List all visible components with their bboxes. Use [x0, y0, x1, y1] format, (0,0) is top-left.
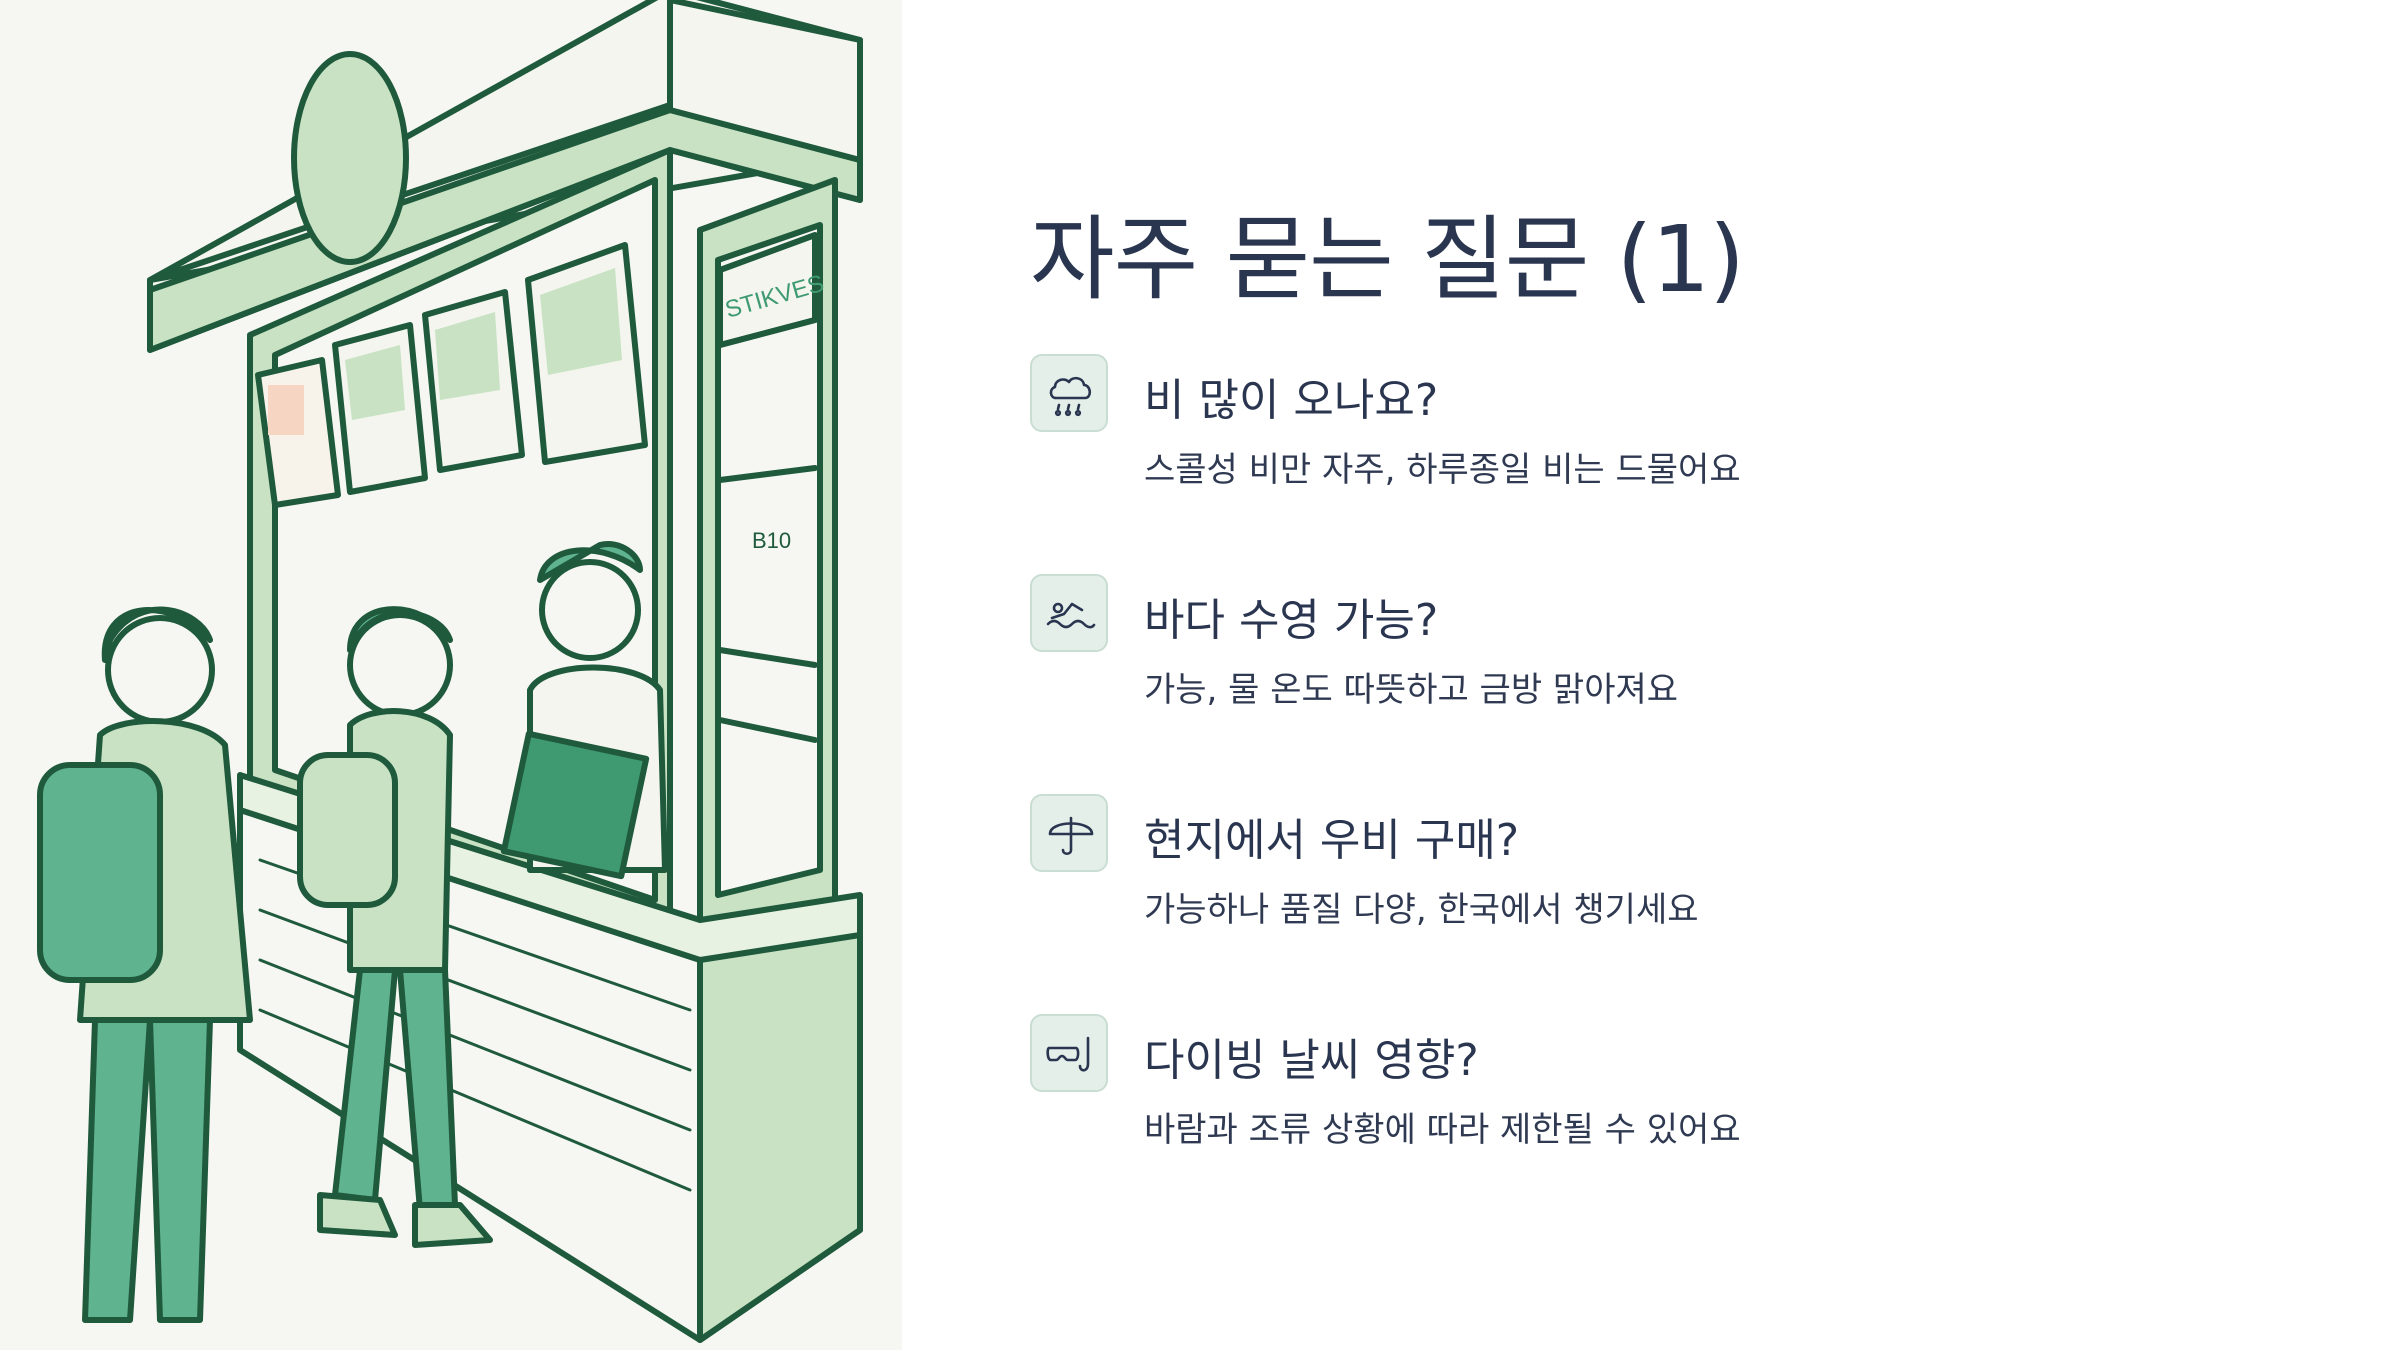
faq-answer: 스콜성 비만 자주, 하루종일 비는 드물어요	[1144, 450, 1741, 490]
faq-answer: 가능하나 품질 다양, 한국에서 챙기세요	[1144, 890, 1699, 930]
faq-answer: 가능, 물 온도 따뜻하고 금방 맑아져요	[1144, 670, 1679, 710]
round-sign	[291, 51, 409, 265]
faq-question: 현지에서 우비 구매?	[1144, 815, 1520, 866]
faq-panel: 자주 묻는 질문 (1) 비 많이 오나요? 스콜성 비만 자주, 하루종일 비…	[1030, 0, 2330, 1350]
umbrella-icon	[1030, 794, 1108, 872]
faq-item-swim: 바다 수영 가능? 가능, 물 온도 따뜻하고 금방 맑아져요	[1030, 574, 2330, 754]
faq-item-rain: 비 많이 오나요? 스콜성 비만 자주, 하루종일 비는 드물어요	[1030, 354, 2330, 534]
kiosk-illustration: STIKVES B10	[0, 0, 902, 1350]
page-title: 자주 묻는 질문 (1)	[1030, 206, 1745, 313]
faq-question: 다이빙 날씨 영향?	[1144, 1035, 1479, 1086]
faq-question: 바다 수영 가능?	[1144, 595, 1439, 646]
faq-item-umbrella: 현지에서 우비 구매? 가능하나 품질 다양, 한국에서 챙기세요	[1030, 794, 2330, 974]
kiosk-scene: STIKVES B10	[37, 0, 863, 1343]
swimming-icon	[1030, 574, 1108, 652]
snorkel-mask-icon	[1030, 1014, 1108, 1092]
faq-item-diving: 다이빙 날씨 영향? 바람과 조류 상황에 따라 제한될 수 있어요	[1030, 1014, 2330, 1194]
kiosk-board-text: B10	[752, 528, 791, 553]
faq-question: 비 많이 오나요?	[1144, 375, 1439, 426]
faq-answer: 바람과 조류 상황에 따라 제한될 수 있어요	[1144, 1110, 1741, 1150]
rain-cloud-icon	[1030, 354, 1108, 432]
